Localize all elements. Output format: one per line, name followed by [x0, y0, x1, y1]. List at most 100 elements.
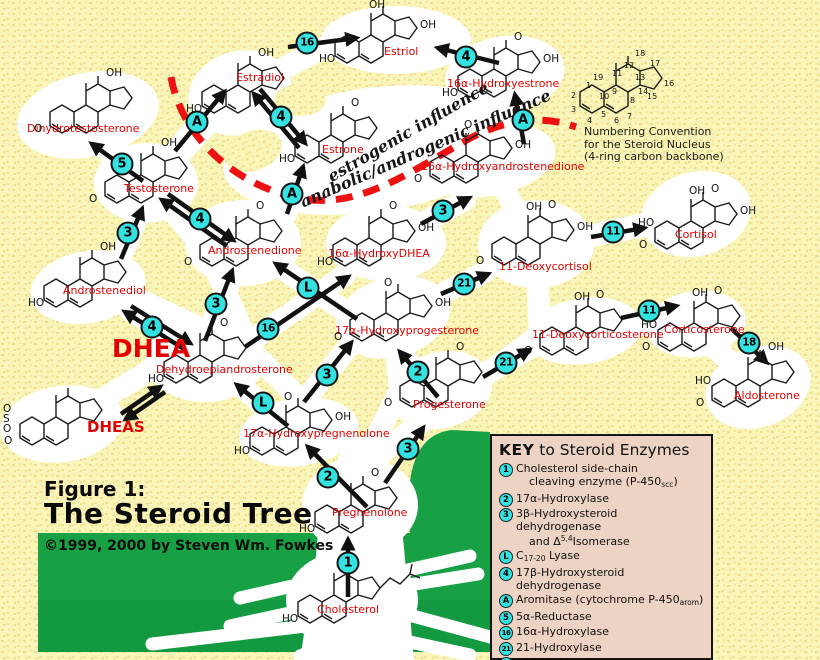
- key-title-rest: to Steroid Enzymes: [534, 441, 690, 459]
- molecule-label-estriol: Estriol: [384, 45, 419, 58]
- enzyme-badge-4: 4: [269, 105, 293, 129]
- atom-group-label: OH: [335, 411, 352, 423]
- enzyme-badge-4: 4: [140, 315, 164, 339]
- caption-line: Numbering Convention: [584, 125, 712, 138]
- key-entry-text: 16α-Hydroxylase: [516, 625, 609, 638]
- molecule-label-progesterone: Progesterone: [413, 398, 486, 411]
- enzyme-badge-21: 21: [494, 351, 518, 375]
- atom-group-label: OH: [258, 47, 275, 59]
- atom-group-label: O: [596, 289, 605, 301]
- carbon-number: 1: [586, 81, 592, 90]
- atom-group-label: O: [334, 331, 343, 343]
- atom-group-label: O: [351, 97, 360, 109]
- key-entry-text: Aromitase (cytochrome P-450arom): [516, 592, 704, 607]
- molecule-label-17a-hydroxyprogesterone: 17α-Hydroxyprogesterone: [335, 324, 479, 337]
- carbon-number: 10: [599, 92, 610, 101]
- enzyme-badge-A: A: [185, 110, 209, 134]
- atom-group-label: O: [456, 341, 465, 353]
- copyright-notice: ©1999, 2000 by Steven Wm. Fowkes: [44, 538, 334, 554]
- carbon-number: 18: [635, 49, 646, 58]
- atom-group-label: O: [34, 123, 43, 135]
- atom-group-label: OH: [543, 53, 560, 65]
- atom-group-label: O: [711, 183, 720, 195]
- numbering-convention-caption: Numbering Convention for the Steroid Nuc…: [584, 125, 724, 164]
- key-entry-text: 5α-Reductase: [516, 609, 592, 623]
- atom-group-label: O: [89, 193, 98, 205]
- atom-group-label: O: [220, 317, 229, 329]
- atom-group-label: O: [3, 403, 12, 415]
- atom-group-label: O: [184, 256, 193, 268]
- atom-group-label: OH: [768, 341, 785, 353]
- atom-group-label: HO: [279, 153, 296, 165]
- atom-group-label: OH: [420, 19, 437, 31]
- atom-group-label: OH: [689, 185, 706, 197]
- enzyme-badge-21: 21: [452, 272, 476, 296]
- atom-group-label: OH: [574, 291, 591, 303]
- atom-group-label: HO: [282, 613, 299, 625]
- key-title: KEY to Steroid Enzymes: [499, 441, 705, 459]
- atom-group-label: O: [714, 285, 723, 297]
- molecule-label-17a-hydroxypregnenolone: 17α-Hydroxypregnenolone: [243, 427, 390, 440]
- enzyme-badge-11: 11: [601, 220, 625, 244]
- atom-group-label: OH: [106, 67, 123, 79]
- molecule-label-androstenedione: Androstenedione: [208, 244, 302, 257]
- enzyme-badge-3: 3: [431, 199, 455, 223]
- molecule-label-androstenediol: Androstenediol: [63, 284, 146, 297]
- enzyme-badge-3: 3: [204, 292, 228, 316]
- key-badge-A: A: [499, 593, 513, 608]
- key-entry-text: 11β-Hydroxylase: [516, 656, 609, 660]
- key-entry-text: 17α-Hydroxylase: [516, 491, 609, 505]
- enzyme-badge-18: 18: [737, 331, 761, 355]
- atom-group-label: OH: [418, 222, 435, 234]
- carbon-number: 19: [593, 73, 604, 82]
- key-badge-5: 5: [499, 610, 513, 625]
- dhea-big-label: DHEA: [112, 334, 191, 363]
- carbon-number: 8: [630, 96, 636, 105]
- atom-group-label: OH: [515, 139, 532, 151]
- atom-group-label: HO: [638, 217, 655, 229]
- molecule-label-dehydroepiandrosterone: Dehydroepiandrosterone: [156, 363, 293, 376]
- carbon-number: 2: [571, 91, 577, 100]
- key-entry-text: 17β-Hydroxysteroid dehydrogenase: [516, 566, 625, 592]
- key-entry-text: 21-Hydroxylase: [516, 640, 602, 654]
- carbon-number: 13: [635, 73, 646, 82]
- atom-group-label: O: [371, 467, 380, 479]
- caption-line: (4-ring carbon backbone): [584, 150, 724, 163]
- carbon-number: 11: [612, 69, 623, 78]
- figure-title: The Steroid Tree: [44, 497, 313, 530]
- atom-group-label: O: [476, 255, 485, 267]
- enzyme-badge-3: 3: [315, 363, 339, 387]
- enzyme-badge-A: A: [511, 108, 535, 132]
- atom-group-label: O: [414, 173, 423, 185]
- enzyme-badge-16: 16: [256, 317, 280, 341]
- key-badge-1: 1: [499, 463, 513, 477]
- molecule-label-estradiol: Estradiol: [236, 71, 285, 84]
- molecule-label-estrone: Estrone: [322, 143, 364, 156]
- molecule-label-16a-hydroxydhea: 16α-HydroxyDHEA: [328, 247, 430, 260]
- carbon-number: 14: [638, 87, 649, 96]
- key-entry-text: C17-20 Lyase: [516, 549, 580, 563]
- molecule-label-dheas: DHEAS: [87, 418, 145, 436]
- molecule-label-11-deoxycortisol: 11-Deoxycortisol: [499, 260, 592, 273]
- carbon-number: 3: [571, 105, 577, 114]
- atom-group-label: S: [3, 413, 10, 425]
- key-badge-16: 16: [499, 626, 513, 640]
- molecule-label-16a-hydroxyandrostenedione: 16α-Hydroxyandrostenedione: [421, 160, 585, 173]
- enzyme-badge-4: 4: [188, 207, 212, 231]
- atom-group-label: O: [389, 200, 398, 212]
- atom-group-label: O: [696, 397, 705, 409]
- molecule-label-dihydrotestosterone: Dihydrotestosterone: [27, 122, 140, 135]
- atom-group-label: HO: [186, 103, 203, 115]
- enzyme-badge-L: L: [296, 276, 320, 300]
- enzyme-badge-4: 4: [454, 45, 478, 69]
- enzyme-badge-5: 5: [110, 152, 134, 176]
- enzyme-badge-2: 2: [406, 360, 430, 384]
- figure-title-block: Figure 1: The Steroid Tree: [44, 478, 313, 528]
